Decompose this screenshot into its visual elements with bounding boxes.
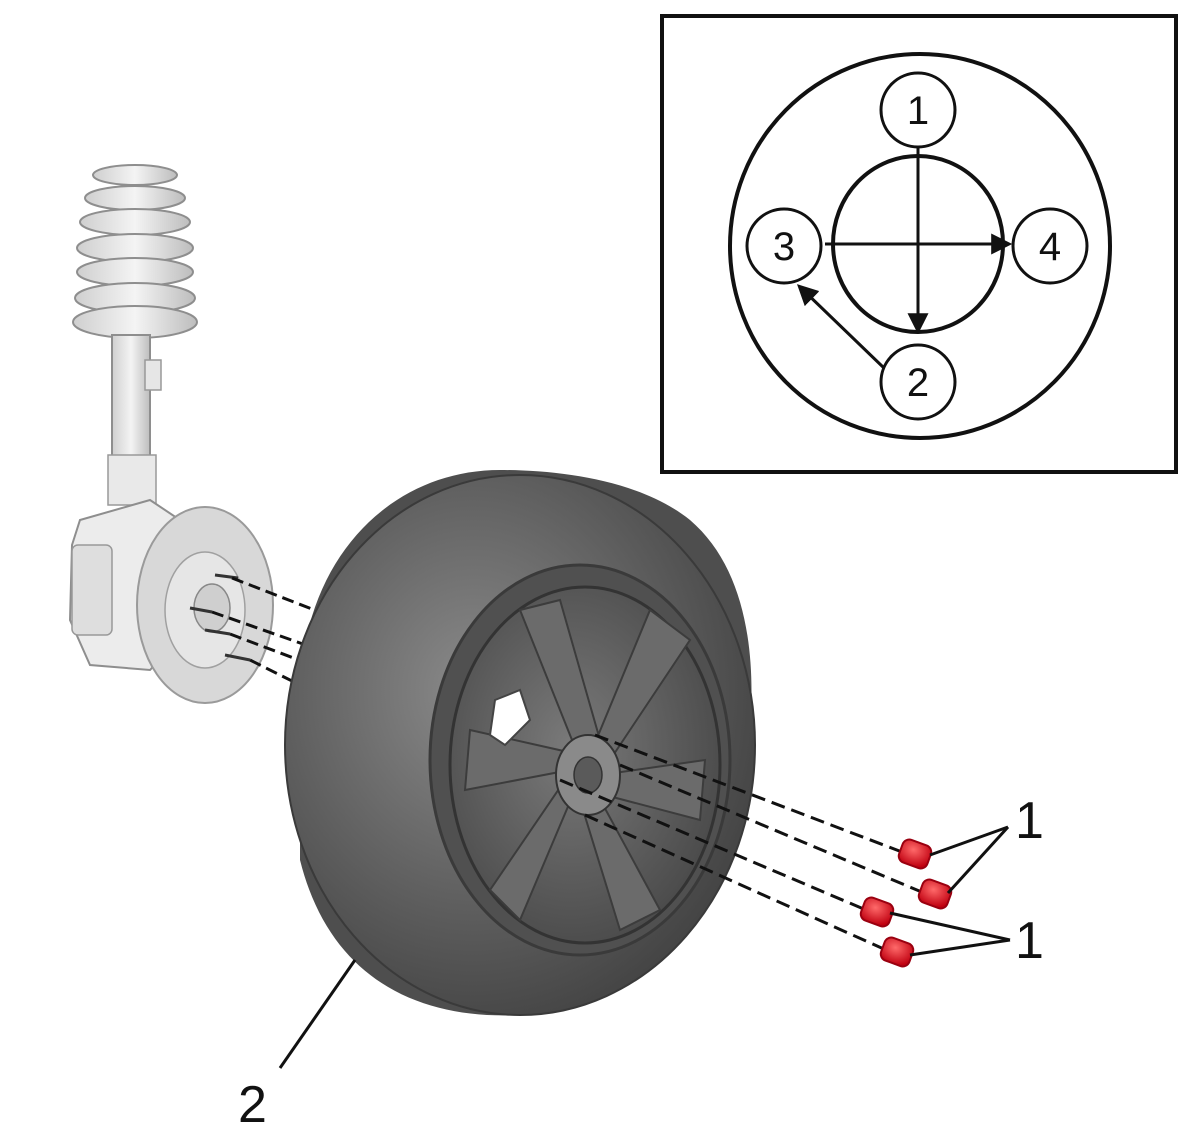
callout-leaders [278, 825, 1011, 1069]
sequence-stud-1: 1 [879, 71, 957, 149]
sequence-stud-2: 2 [879, 343, 957, 421]
tightening-sequence-inset: 1 2 3 4 [660, 14, 1178, 474]
wheel-hub [193, 583, 231, 633]
coil-spring [72, 164, 198, 339]
callout-nuts-lower: 1 [1015, 912, 1044, 970]
stud-alignment-lines-nuts [559, 733, 925, 952]
wheel-assembly [284, 470, 756, 1016]
sequence-number-2: 2 [907, 361, 929, 405]
sequence-number-4: 4 [1039, 225, 1061, 269]
suspension-strut-assembly [68, 164, 274, 704]
lug-nut [879, 936, 915, 968]
lug-nut [917, 878, 953, 910]
sequence-number-3: 3 [773, 225, 795, 269]
callout-nuts-upper: 1 [1015, 792, 1044, 850]
rim-spokes [463, 598, 707, 932]
inset-wheel-outline [728, 52, 1112, 440]
sequence-arrow-2-to-3 [796, 284, 886, 370]
lug-nut [897, 838, 933, 870]
sequence-number-1: 1 [907, 89, 929, 133]
lug-nut [859, 896, 895, 928]
sequence-stud-4: 4 [1011, 207, 1089, 285]
callout-wheel: 2 [238, 1076, 267, 1134]
sequence-stud-3: 3 [745, 207, 823, 285]
lug-nuts [859, 838, 953, 968]
